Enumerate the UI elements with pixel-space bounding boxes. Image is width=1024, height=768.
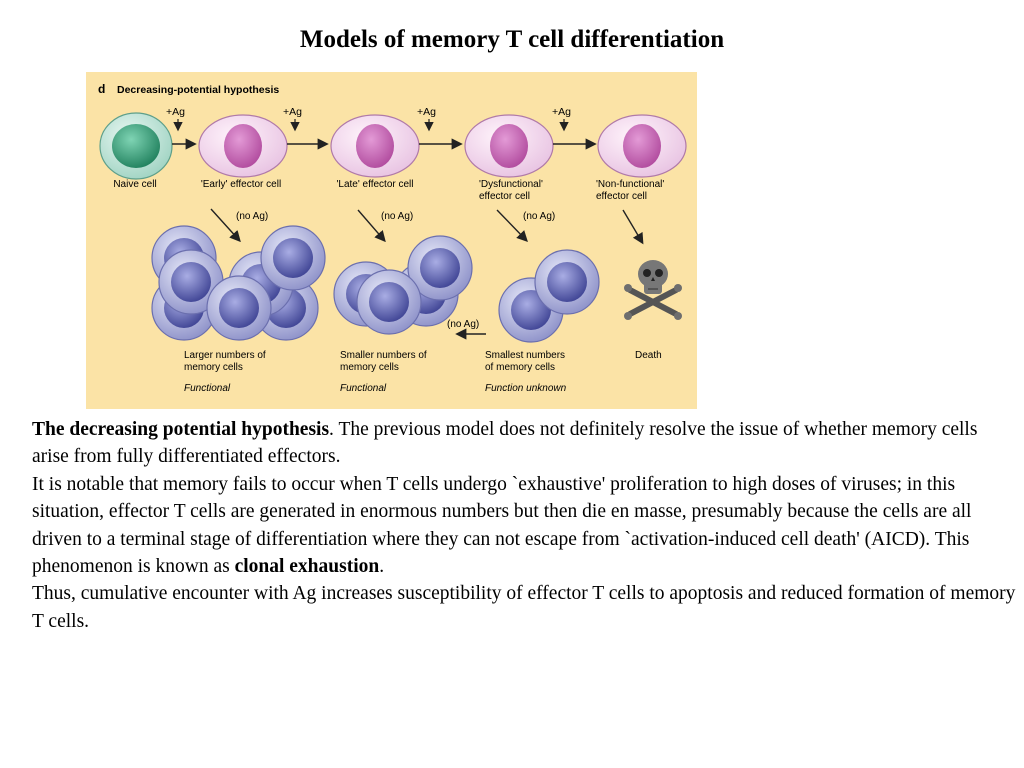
antigen-label: +Ag [552,106,571,118]
no-antigen-label: (no Ag) [381,211,413,222]
panel-title: Decreasing-potential hypothesis [117,84,279,96]
memory-cell-cluster-smallest [498,249,600,343]
arrow-late-to-memory [357,209,386,243]
stage-label-naive: Naive cell [113,179,156,190]
naive-cell [99,112,173,180]
outcome-label-3b: of memory cells [485,362,555,373]
arrow-dysfunctional-to-memory [496,209,528,243]
memory-cell-cluster-smaller [333,235,473,335]
panel-letter: d [98,82,105,96]
stage-label-early: 'Early' effector cell [201,179,281,190]
decreasing-potential-diagram: d Decreasing-potential hypothesis +Ag +A… [86,72,697,409]
outcome-label-1b: memory cells [184,362,243,373]
antigen-label: +Ag [417,106,436,118]
no-antigen-label: (no Ag) [236,211,268,222]
outcome-function-1: Functional [184,383,231,394]
arrow-early-to-memory [210,208,241,243]
outcome-label-1: Larger numbers of [184,350,266,361]
stage-label-dysfunctional: 'Dysfunctional' [479,179,543,190]
body-text: The decreasing potential hypothesis. The… [32,416,1017,635]
arrow-nonfunctional-to-death [622,209,644,245]
outcome-label-2b: memory cells [340,362,399,373]
stage-label-late: 'Late' effector cell [336,179,413,190]
hypothesis-name: The decreasing potential hypothesis [32,419,330,440]
no-antigen-label: (no Ag) [523,211,555,222]
skull-and-crossbones-icon [624,260,682,320]
antigen-label: +Ag [283,106,302,118]
stage-label-nonfunctional-2: effector cell [596,191,647,202]
antigen-label: +Ag [166,106,185,118]
outcome-function-3: Function unknown [485,383,567,394]
clonal-exhaustion-term: clonal exhaustion [234,556,380,578]
paragraph-1-text: . The previous model does not definitely… [32,419,978,468]
outcome-label-2: Smaller numbers of [340,350,427,361]
stage-label-dysfunctional-2: effector cell [479,191,530,202]
stage-label-nonfunctional: 'Non-functional' [596,179,664,190]
slide-title: Models of memory T cell differentiation [299,26,725,53]
late-effector-cell [330,114,420,178]
paragraph-1: The decreasing potential hypothesis. The… [32,416,1017,471]
dysfunctional-effector-cell [464,114,554,178]
no-antigen-label: (no Ag) [447,319,479,330]
paragraph-2: It is notable that memory fails to occur… [32,471,1017,581]
outcome-function-2: Functional [340,383,387,394]
paragraph-2-end: . [379,556,385,578]
non-functional-effector-cell [597,114,687,178]
early-effector-cell [198,114,288,178]
paragraph-3: Thus, cumulative encounter with Ag incre… [32,583,1016,632]
paragraph-2-text: It is notable that memory fails to occur… [32,473,972,578]
outcome-label-3: Smallest numbers [485,350,565,361]
memory-cell-cluster-large [151,225,326,341]
outcome-label-death: Death [635,350,662,361]
